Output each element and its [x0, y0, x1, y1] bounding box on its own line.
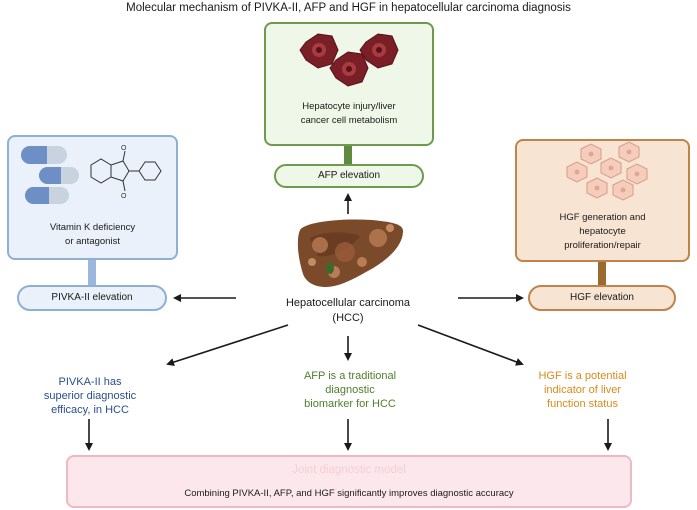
pivka-elevation-pill: PIVKA-II elevation — [17, 285, 167, 311]
afp-elevation-pill: AFP elevation — [274, 164, 424, 188]
indandione-molecule-icon — [90, 150, 162, 192]
hgf-elevation-pill: HGF elevation — [528, 285, 676, 311]
pivka-efficacy-note: PIVKA-II has superior diagnostic efficac… — [20, 375, 160, 417]
pivka-note-line2: superior diagnostic — [43, 390, 137, 402]
pivka-connector — [88, 260, 96, 285]
joint-diagnostic-model-box: Joint diagnostic model Combining PIVKA-I… — [66, 455, 632, 508]
hcc-label-line2: (HCC) — [332, 312, 364, 324]
hgf-caption-line2: hepatocyte — [579, 226, 626, 237]
hepatocyte-injury-box: Hepatocyte injury/liver cancer cell meta… — [264, 22, 434, 146]
liver-cancer-cells-icon — [299, 33, 399, 87]
svg-text:O: O — [121, 193, 127, 200]
hepatocyte-injury-caption: Hepatocyte injury/liver cancer cell meta… — [266, 100, 432, 128]
liver-icon — [297, 219, 404, 287]
hgf-generation-caption: HGF generation and hepatocyte proliferat… — [517, 211, 688, 253]
afp-biomarker-note: AFP is a traditional diagnostic biomarke… — [270, 369, 430, 411]
hgf-generation-box: HGF generation and hepatocyte proliferat… — [515, 139, 690, 262]
vitamin-k-box: O O Vitamin K deficiency or antagonist — [7, 135, 178, 260]
afp-note-line3: biomarker for HCC — [304, 398, 396, 410]
capsule-icon — [21, 146, 79, 204]
hgf-indicator-note: HGF is a potential indicator of liver fu… — [510, 369, 655, 411]
svg-text:O: O — [121, 145, 127, 152]
joint-model-title: Joint diagnostic model — [292, 464, 406, 476]
afp-note-line2: diagnostic — [325, 384, 375, 396]
afp-note-line1: AFP is a traditional — [303, 370, 397, 382]
hcc-label: Hepatocellular carcinoma (HCC) — [258, 296, 438, 326]
figure-title: Molecular mechanism of PIVKA-II, AFP and… — [126, 2, 571, 14]
hgf-note-line3: function status — [547, 398, 618, 410]
vitamin-k-antagonist-icon: O O — [21, 145, 162, 204]
hgf-caption-line3: proliferation/repair — [564, 240, 641, 251]
hgf-note-line1: HGF is a potential — [538, 370, 627, 382]
hepatocyte-caption-line2: cancer cell metabolism — [300, 115, 398, 126]
afp-connector — [344, 146, 352, 164]
hepatocyte-cluster-icon — [566, 141, 648, 201]
vitamin-k-caption: Vitamin K deficiency or antagonist — [9, 221, 176, 249]
hepatocyte-caption-line1: Hepatocyte injury/liver — [302, 101, 396, 112]
joint-model-subtitle: Combining PIVKA-II, AFP, and HGF signifi… — [184, 488, 514, 499]
hgf-connector — [598, 262, 606, 285]
pivka-note-line3: efficacy, in HCC — [51, 404, 129, 416]
hgf-note-line2: indicator of liver — [543, 384, 622, 396]
hgf-caption-line1: HGF generation and — [559, 212, 646, 223]
vitamin-k-caption-line2: or antagonist — [65, 236, 120, 247]
hcc-label-line1: Hepatocellular carcinoma — [285, 297, 411, 309]
vitamin-k-caption-line1: Vitamin K deficiency — [49, 222, 136, 233]
pivka-note-line1: PIVKA-II has — [58, 376, 122, 388]
